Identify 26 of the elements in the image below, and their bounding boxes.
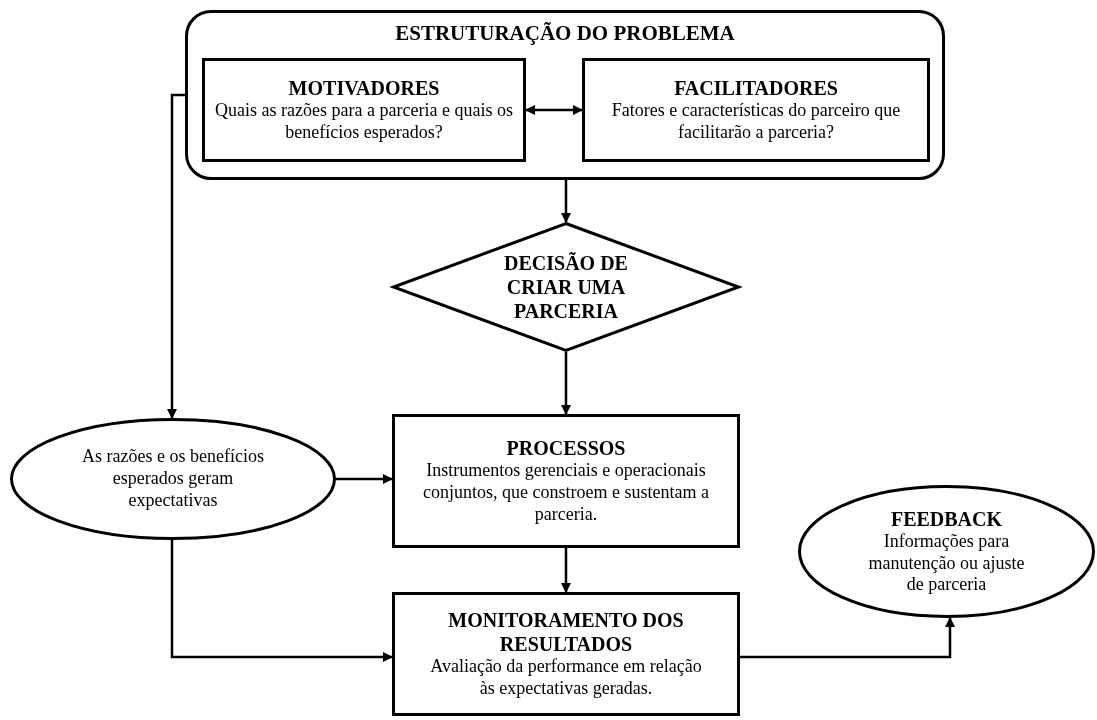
heading: ESTRUTURAÇÃO DO PROBLEMA bbox=[395, 21, 735, 47]
heading: FEEDBACK bbox=[890, 506, 1003, 531]
heading: PROCESSOS bbox=[506, 436, 626, 461]
heading: MOTIVADORES bbox=[288, 76, 440, 101]
arrow bbox=[525, 105, 583, 115]
group-box bbox=[185, 10, 945, 180]
description: Avaliação da performance em relação às expectativas geradas. bbox=[429, 656, 703, 700]
description: Instrumentos gerenciais e operacionais conjuntos, que constroem e sustentam a parceria. bbox=[422, 460, 710, 526]
arrow bbox=[561, 548, 571, 593]
heading: FACILITADORES bbox=[674, 76, 838, 101]
description: As razões e os benefícios esperados geram expectativas bbox=[81, 446, 265, 512]
arrow bbox=[561, 180, 571, 223]
description: Informações para manutenção ou ajuste de parceria bbox=[867, 530, 1026, 597]
arrow bbox=[170, 540, 393, 662]
arrow bbox=[336, 474, 393, 484]
description: Fatores e características do parceiro que facilitarão a parceria? bbox=[610, 100, 902, 144]
arrow bbox=[740, 617, 955, 659]
process-box bbox=[392, 592, 740, 716]
arrow bbox=[167, 93, 185, 419]
process-box bbox=[582, 58, 930, 162]
heading: MONITORAMENTO DOS RESULTADOS bbox=[447, 608, 685, 657]
process-box bbox=[202, 58, 526, 162]
description: Quais as razões para a parceria e quais os benefícios esperados? bbox=[214, 100, 514, 144]
process-box bbox=[392, 414, 740, 548]
arrow bbox=[561, 352, 571, 415]
heading: DECISÃO DE CRIAR UMA PARCERIA bbox=[503, 251, 629, 323]
